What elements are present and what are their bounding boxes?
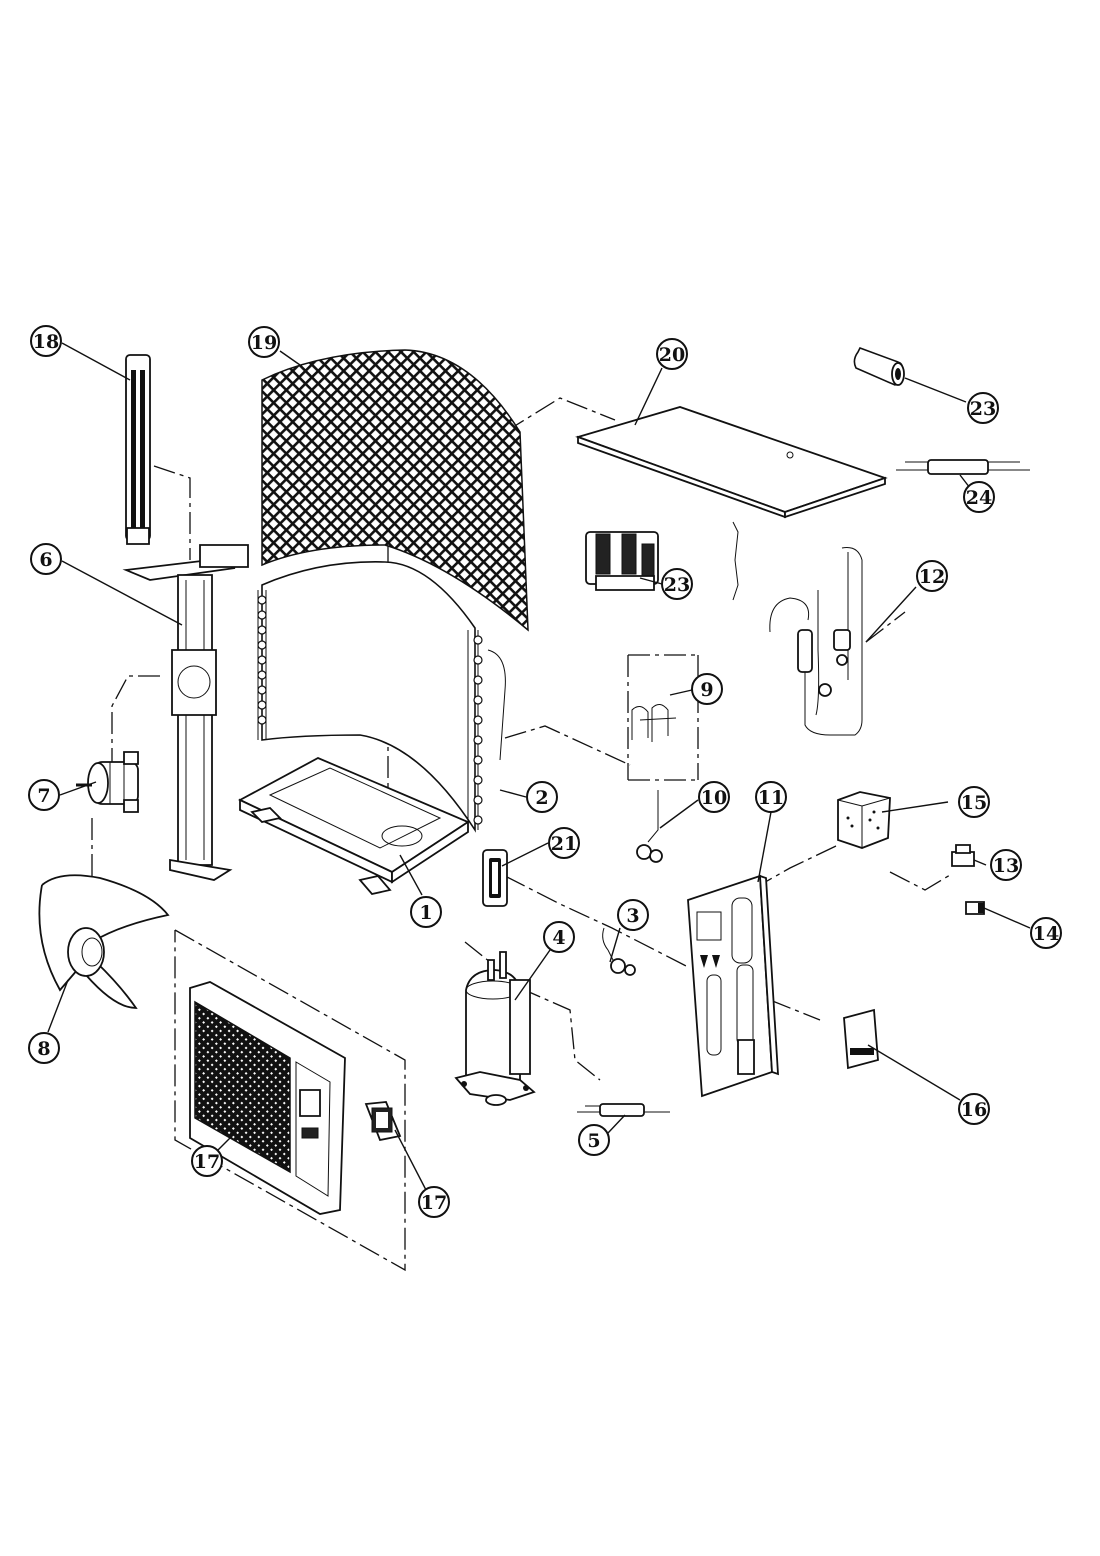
svg-text:15: 15 [961, 792, 987, 814]
part-18-corner-post [126, 355, 150, 544]
part-5-filter-tube [577, 1104, 670, 1116]
callout-15: 15 [958, 786, 990, 818]
svg-text:3: 3 [626, 905, 639, 927]
part-20-top-cover [578, 407, 885, 517]
part-19-condenser-grille-mesh [262, 350, 528, 630]
callout-17-front-panel: 17 [191, 1145, 223, 1177]
part-4-compressor [456, 952, 534, 1105]
svg-text:7: 7 [37, 785, 50, 807]
svg-text:20: 20 [659, 344, 685, 366]
svg-text:6: 6 [39, 549, 52, 571]
callout-14: 14 [1030, 917, 1062, 949]
svg-text:21: 21 [551, 833, 577, 855]
callout-8: 8 [28, 1032, 60, 1064]
part-9-suction-pipe [632, 704, 676, 742]
svg-text:18: 18 [33, 331, 59, 353]
part-6-motor-bracket [126, 545, 248, 880]
callout-2: 2 [526, 781, 558, 813]
svg-text:5: 5 [587, 1130, 600, 1152]
callouts: 18 19 20 23 24 23 6 12 9 7 2 10 11 15 21… [28, 325, 1062, 1218]
callout-5: 5 [578, 1124, 610, 1156]
part-13-relay [952, 845, 974, 866]
callout-10: 10 [698, 781, 730, 813]
svg-text:24: 24 [966, 487, 992, 509]
svg-text:13: 13 [993, 855, 1019, 877]
part-3-two-way-valve [603, 928, 635, 975]
callout-7: 7 [28, 779, 60, 811]
svg-text:16: 16 [961, 1099, 987, 1121]
part-2-condenser-coil [258, 562, 505, 830]
part-23-contactor [586, 532, 658, 590]
svg-text:12: 12 [919, 566, 945, 588]
callout-24: 24 [963, 481, 995, 513]
part-23-capacitor [854, 348, 904, 385]
callout-11: 11 [755, 781, 787, 813]
part-17-front-panel [190, 982, 345, 1214]
callout-21: 21 [548, 827, 580, 859]
svg-text:23: 23 [970, 398, 996, 420]
part-16-cover-plate [844, 1010, 878, 1068]
svg-text:11: 11 [758, 787, 784, 809]
svg-text:8: 8 [37, 1038, 50, 1060]
callout-3: 3 [617, 899, 649, 931]
part-17-fan-guard-grille [366, 1102, 400, 1140]
part-12-reversing-valve-assembly [770, 548, 862, 736]
svg-text:1: 1 [419, 902, 432, 924]
svg-text:14: 14 [1033, 923, 1059, 945]
svg-text:17: 17 [194, 1151, 220, 1173]
callout-4: 4 [543, 921, 575, 953]
part-8-axial-fan [39, 875, 168, 1008]
leader-lines [47, 342, 1031, 1191]
part-15-electrical-box [838, 792, 890, 848]
svg-text:2: 2 [535, 787, 548, 809]
part-14-terminal [966, 902, 984, 914]
part-7-fan-motor [76, 752, 138, 812]
callout-23: 23 [967, 392, 999, 424]
part-21-valve-bracket [483, 850, 507, 906]
callout-6: 6 [30, 543, 62, 575]
part-11-side-panel [688, 876, 778, 1096]
callout-13: 13 [990, 849, 1022, 881]
callout-19: 19 [248, 326, 280, 358]
svg-text:19: 19 [251, 332, 277, 354]
wire-piece [733, 522, 738, 600]
svg-text:4: 4 [552, 927, 565, 949]
svg-text:10: 10 [701, 787, 727, 809]
part-24-capillary-tube [896, 460, 1030, 474]
callout-20: 20 [656, 338, 688, 370]
callout-12: 12 [916, 560, 948, 592]
part-10-service-valve [637, 790, 662, 862]
callout-17-grille: 17 [418, 1186, 450, 1218]
part-1-base-pan [240, 758, 468, 894]
callout-23-contactor: 23 [661, 568, 693, 600]
callout-1: 1 [410, 896, 442, 928]
callout-9: 9 [691, 673, 723, 705]
svg-text:9: 9 [700, 679, 713, 701]
svg-text:23: 23 [664, 574, 690, 596]
callout-16: 16 [958, 1093, 990, 1125]
svg-text:17: 17 [421, 1192, 447, 1214]
callout-18: 18 [30, 325, 62, 357]
